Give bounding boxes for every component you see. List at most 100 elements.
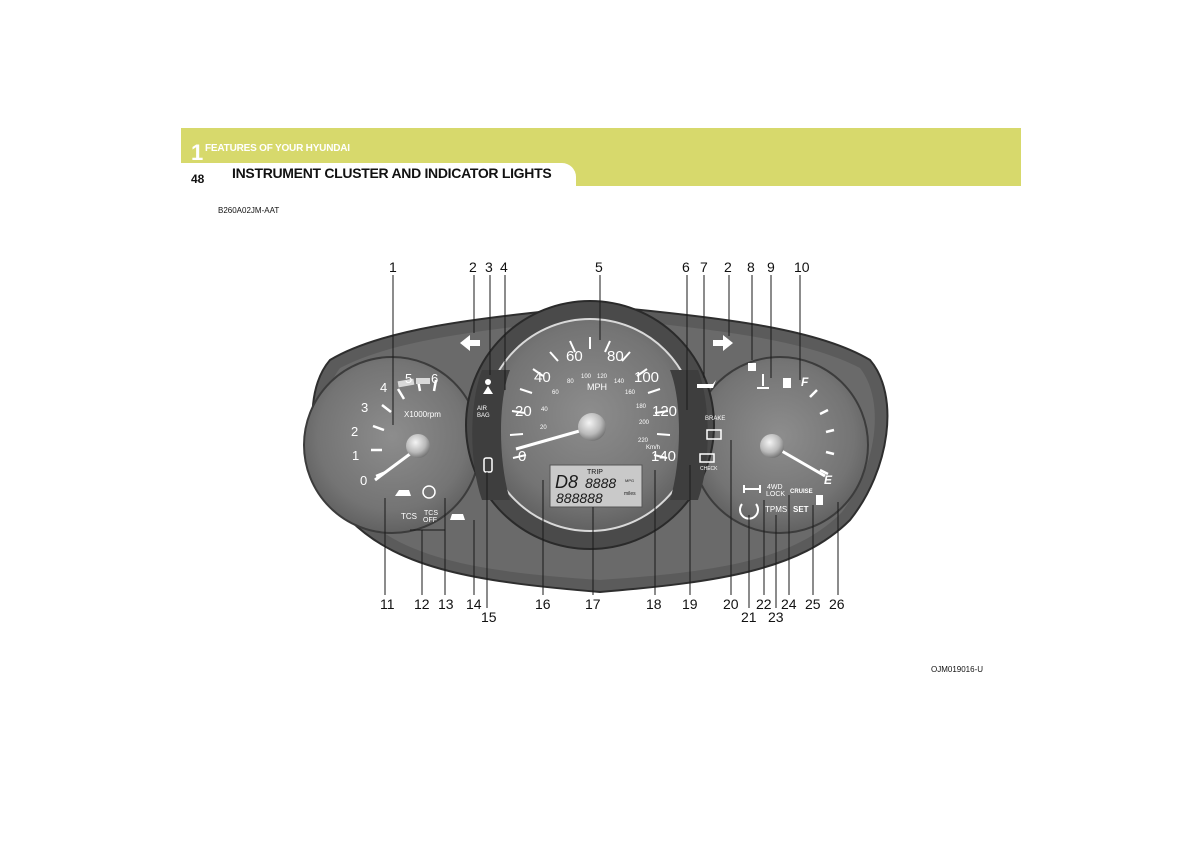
lcd-mpg: MPG [625, 478, 634, 483]
tach-tick-label: 2 [351, 424, 358, 439]
kmh-tick-label: 20 [540, 425, 547, 431]
callout-leader-lines [384, 275, 839, 608]
kmh-tick-label: 180 [636, 404, 647, 410]
door-ajar-icon [483, 457, 493, 473]
tach-tick-label: 3 [361, 400, 368, 415]
kmh-tick-label: 40 [541, 407, 548, 413]
kmh-tick-label: 160 [625, 390, 636, 396]
tach-unit-label: X1000rpm [404, 410, 441, 419]
callout-number: 15 [481, 609, 497, 625]
4wd-label-2: LOCK [766, 491, 785, 498]
callout-numbers-bottom: 11 12 13 14 15 16 17 18 19 20 21 22 23 2… [380, 596, 845, 625]
tach-tick-label: 0 [360, 473, 367, 488]
callout-number: 1 [389, 259, 397, 275]
callout-number: 19 [682, 596, 698, 612]
airbag-label-1: AIR [477, 406, 488, 412]
callout-number: 3 [485, 259, 493, 275]
callout-number: 12 [414, 596, 430, 612]
right-turn-arrow-icon [713, 335, 733, 351]
tcs-label: TCS [401, 512, 417, 521]
coolant-temp-icon [757, 374, 769, 389]
callout-number: 21 [741, 609, 757, 625]
4wd-label-1: 4WD [767, 484, 783, 491]
speedometer-mph-labels: 0 20 40 60 80 100 120 140 MPH [515, 348, 677, 465]
callout-number: 5 [595, 259, 603, 275]
speedometer-kmh-labels: 20 40 60 80 100 120 140 160 180 200 220 … [540, 374, 660, 451]
mph-unit-label: MPH [587, 382, 607, 392]
fuel-gauge-labels: F E [801, 375, 833, 487]
section-title: INSTRUMENT CLUSTER AND INDICATOR LIGHTS [232, 165, 552, 181]
low-fuel-icon [816, 495, 823, 505]
header-tab [181, 163, 576, 186]
left-turn-arrow-icon [460, 335, 480, 351]
tcs-off-label-1: TCS [424, 510, 438, 517]
chapter-number: 1 [191, 140, 204, 165]
lcd-lower-digits: 888888 [556, 490, 603, 506]
mph-tick-label: 20 [515, 403, 532, 420]
callout-number: 22 [756, 596, 772, 612]
set-label: SET [793, 505, 809, 514]
figure-code: OJM019016-U [931, 665, 984, 674]
tach-tick-label: 6 [431, 371, 438, 386]
kmh-tick-label: 120 [597, 374, 608, 380]
mph-tick-label: 40 [534, 369, 551, 386]
kmh-tick-label: 80 [567, 379, 574, 385]
speedometer-needle [515, 426, 591, 451]
callout-number: 10 [794, 259, 810, 275]
callout-number: 2 [469, 259, 477, 275]
callout-number: 8 [747, 259, 755, 275]
4wd-icon [743, 485, 761, 493]
tcs-off-label-2: OFF [423, 517, 437, 524]
page-number: 48 [191, 172, 205, 186]
mph-tick-label: 120 [652, 403, 677, 420]
tach-tick-label: 1 [352, 448, 359, 463]
mph-tick-label: 100 [634, 369, 659, 386]
callout-number: 6 [682, 259, 690, 275]
callout-number: 23 [768, 609, 784, 625]
callout-number: 24 [781, 596, 797, 612]
esc-icon [395, 490, 411, 496]
document-code: B260A02JM-AAT [218, 206, 280, 215]
indicator-labels: AIR BAG BRAKE CHECK 4WD LOCK CRUISE TPMS… [401, 406, 813, 524]
kmh-tick-label: 100 [581, 374, 592, 380]
kmh-tick-label: 200 [639, 420, 650, 426]
tachometer-labels: 0 1 2 3 4 5 6 X1000rpm [351, 371, 441, 488]
lcd-miles: miles [624, 491, 636, 497]
fuel-gauge-ticks [809, 389, 835, 476]
fuel-empty-label: E [824, 473, 833, 487]
callout-number: 2 [724, 259, 732, 275]
lcd-display [549, 464, 643, 508]
kmh-unit-label: Km/h [646, 445, 660, 451]
mph-tick-label: 0 [518, 448, 526, 465]
kmh-tick-label: 220 [638, 438, 649, 444]
check-engine-icon [699, 453, 715, 463]
tach-tick-label: 4 [380, 380, 387, 395]
kmh-tick-label: 60 [552, 390, 559, 396]
mph-tick-label: 140 [651, 448, 676, 465]
callout-number: 11 [380, 596, 395, 612]
seatbelt-icon [483, 379, 493, 394]
tpms-label: TPMS [765, 505, 787, 514]
brake-label: BRAKE [705, 416, 725, 422]
fuel-full-label: F [801, 375, 809, 389]
lcd-upper-digits: 8888 [585, 475, 616, 491]
battery-icon [706, 429, 722, 440]
headlight-icon [748, 363, 756, 371]
callout-number: 17 [585, 596, 601, 612]
cruise-label: CRUISE [790, 489, 813, 495]
callout-number: 13 [438, 596, 454, 612]
lcd-contents: D8 TRIP 8888 888888 MPG miles [555, 469, 636, 506]
callout-number: 16 [535, 596, 551, 612]
callout-number: 14 [466, 596, 482, 612]
airbag-label-2: BAG [477, 413, 490, 419]
tach-tick-label: 5 [405, 371, 412, 386]
callout-number: 9 [767, 259, 775, 275]
mph-tick-label: 60 [566, 348, 583, 365]
callout-number: 25 [805, 596, 821, 612]
abs-icon [422, 485, 436, 499]
mph-tick-label: 80 [607, 348, 624, 365]
callout-number: 26 [829, 596, 845, 612]
check-label: CHECK [700, 466, 718, 472]
callout-number: 4 [500, 259, 508, 275]
